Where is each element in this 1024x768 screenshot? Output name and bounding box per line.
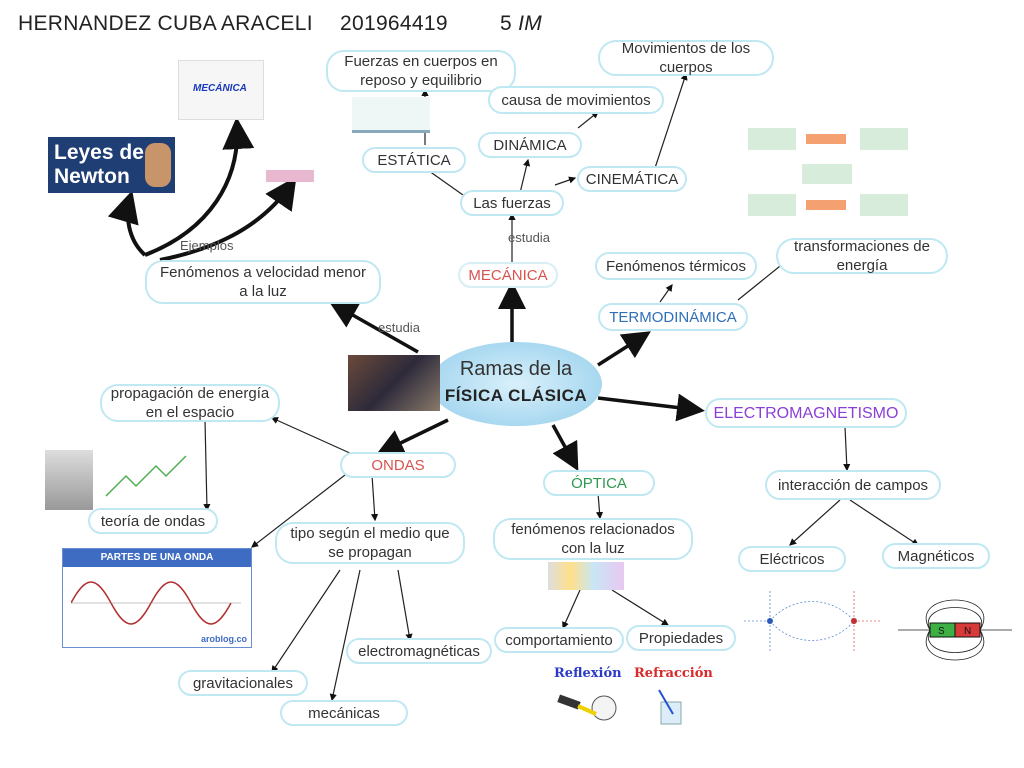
group-number: 5 xyxy=(500,12,512,35)
node-electromagnetismo: ELECTROMAGNETISMO xyxy=(705,398,907,428)
node-propiedades: Propiedades xyxy=(626,625,736,651)
wave-theory-image xyxy=(105,455,187,497)
node-ondas: ONDAS xyxy=(340,452,456,478)
magnet-s-label: S xyxy=(938,626,945,637)
node-comportamiento: comportamiento xyxy=(494,627,624,653)
reflexion-label: Reflexión xyxy=(554,666,622,681)
partes-onda-brand: aroblog.co xyxy=(200,634,247,644)
node-electricos: Eléctricos xyxy=(738,546,846,572)
node-tipo-medio: tipo según el medio que se propagan xyxy=(275,522,465,564)
node-fenomenos-luz: fenómenos relacionados con la luz xyxy=(493,518,693,560)
magnet-field-image: S N xyxy=(898,599,1012,661)
thermo-arrow-1 xyxy=(806,134,846,144)
node-fuerzas-reposo: Fuerzas en cuerpos en reposo y equilibri… xyxy=(326,50,516,92)
refraccion-image xyxy=(658,689,682,725)
center-line2: FÍSICA CLÁSICA xyxy=(444,386,588,405)
center-node: Ramas de la FÍSICA CLÁSICA xyxy=(430,342,602,426)
force-example-image xyxy=(266,170,314,182)
curve-to-img3 xyxy=(159,176,297,262)
node-mecanicas: mecánicas xyxy=(280,700,408,726)
mecanica-image: MECÁNICA xyxy=(178,60,264,120)
student-id: 201964419 xyxy=(340,12,448,35)
center-photo xyxy=(348,355,440,411)
node-movimientos-cuerpos: Movimientos de los cuerpos xyxy=(598,40,774,76)
leyes-newton-line2: Newton xyxy=(54,165,130,188)
thermo-box-4 xyxy=(860,194,908,216)
arrow-center-electro xyxy=(597,393,705,422)
arrow-center-ondas xyxy=(375,418,449,456)
node-cinematica: CINEMÁTICA xyxy=(577,166,687,192)
node-interaccion-campos: interacción de campos xyxy=(765,470,941,500)
node-electromagneticas: electromagnéticas xyxy=(346,638,492,664)
node-termodinamica: TERMODINÁMICA xyxy=(598,303,748,331)
node-magneticos: Magnéticos xyxy=(882,543,990,569)
group-suffix: IM xyxy=(518,12,543,35)
magnet-n-label: N xyxy=(964,626,971,637)
leyes-newton-line1: Leyes de xyxy=(54,141,144,164)
partes-onda-image: PARTES DE UNA ONDA aroblog.co xyxy=(62,548,252,648)
node-fenomenos-velocidad: Fenómenos a velocidad menor a la luz xyxy=(145,260,381,304)
prism-image xyxy=(548,562,624,590)
mecanica-image-label: MECÁNICA xyxy=(193,83,247,94)
termodinamica-diagram xyxy=(748,128,912,216)
curve-to-newton xyxy=(107,190,147,257)
thermo-box-2 xyxy=(860,128,908,150)
arrow-center-fenomenos xyxy=(328,301,419,354)
node-optica: ÓPTICA xyxy=(543,470,655,496)
node-propagacion: propagación de energía en el espacio xyxy=(100,384,280,422)
newton-portrait xyxy=(145,143,171,187)
label-ejemplos: Ejemplos xyxy=(180,238,234,253)
huygens-portrait xyxy=(45,450,93,510)
label-estudia-left: estudia xyxy=(378,320,420,335)
reflexion-image xyxy=(557,694,617,721)
node-estatica: ESTÁTICA xyxy=(362,147,466,173)
thermo-box-center xyxy=(802,164,852,184)
label-estudia-top: estudia xyxy=(508,230,550,245)
leyes-newton-image: Leyes de Newton xyxy=(48,137,175,193)
node-las-fuerzas: Las fuerzas xyxy=(460,190,564,216)
thermo-box-1 xyxy=(748,128,796,150)
node-mecanica: MECÁNICA xyxy=(458,262,558,288)
arrow-center-optica xyxy=(551,424,579,472)
node-teoria-ondas: teoría de ondas xyxy=(88,508,218,534)
refraccion-label: Refracción xyxy=(634,666,713,681)
node-transformaciones: transformaciones de energía xyxy=(776,238,948,274)
estatica-illustration xyxy=(352,97,430,133)
partes-onda-wave xyxy=(71,581,241,625)
node-gravitacionales: gravitacionales xyxy=(178,670,308,696)
node-fenomenos-termicos: Fenómenos térmicos xyxy=(595,252,757,280)
thermo-box-3 xyxy=(748,194,796,216)
arrow-center-termo xyxy=(597,331,651,367)
node-causa-movimientos: causa de movimientos xyxy=(488,86,664,114)
student-group: 5 IM xyxy=(500,12,542,36)
electric-field-image xyxy=(742,590,882,652)
student-name: HERNANDEZ CUBA ARACELI xyxy=(18,12,313,35)
curve-to-mecanica-img xyxy=(144,117,255,257)
node-dinamica: DINÁMICA xyxy=(478,132,582,158)
center-line1: Ramas de la xyxy=(459,358,573,380)
partes-onda-title: PARTES DE UNA ONDA xyxy=(63,549,251,567)
thermo-arrow-2 xyxy=(806,200,846,210)
